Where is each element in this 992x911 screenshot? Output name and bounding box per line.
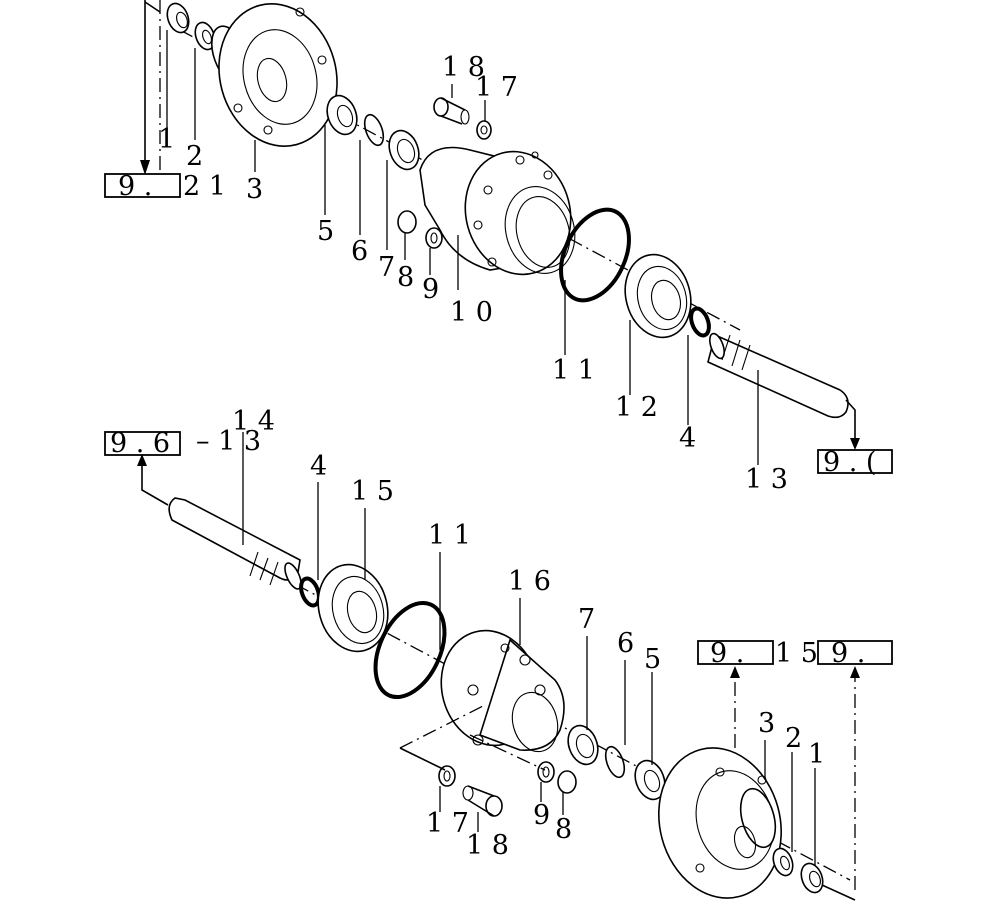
bolt-part [462,785,503,817]
snap-ring-part [363,113,385,147]
callout-label: 1 7 [426,808,469,839]
nut-part [809,870,821,888]
axis-line [144,1,161,13]
arrow-head [730,666,740,678]
callout-label: 8 [555,814,572,845]
reference-box [817,449,893,474]
callout-label: 7 [378,252,395,283]
snap-ring-part [604,745,626,779]
callout-label: 2 [785,723,802,754]
callout-label: 1 6 [508,566,551,597]
callout-label: 3 [758,708,775,739]
reference-label: – 1 3 [196,426,261,457]
callout-label: 5 [644,644,661,675]
reference-label: 9 . [118,171,152,202]
callout-label: 1 3 [745,464,788,495]
reference-label: 9 . [710,638,744,669]
callout-label: 6 [351,236,368,267]
reference-label: 9 . ( [823,447,876,478]
callout-label: 2 [186,141,203,172]
bearing-part [567,724,599,766]
callout-label: 1 1 [552,355,595,386]
reference-label: 1 5 [775,638,818,669]
bottom-assembly [104,431,860,901]
washer-part [438,765,456,787]
callout-label: 9 [533,800,550,831]
callout-label: 1 [158,124,175,155]
callout-label: 7 [578,604,595,635]
arrow-head [850,438,860,450]
seal-part [326,94,358,136]
arrow-head [850,666,860,678]
axis-line [469,734,546,771]
lock-washer-part [779,855,791,871]
callout-label: 1 7 [475,72,518,103]
nut-part [800,862,824,894]
nut-part [166,2,190,34]
callout-label: 6 [617,628,634,659]
callout-label: 4 [310,451,327,482]
shaft-part [168,497,302,590]
callout-label: 3 [246,174,263,205]
arrow-head [140,160,150,175]
callout-label: 9 [422,274,439,305]
reference-box [697,640,774,665]
nut-part [397,210,417,234]
flange-part [210,3,338,147]
housing-part [440,629,565,753]
o-ring-part [373,600,447,700]
callout-label: 1 8 [442,52,485,83]
bolt-part [433,97,470,125]
reference-label: 9 . [831,638,865,669]
washer-part [537,761,555,783]
washer-part [425,227,443,249]
snap-ring-part [689,306,711,338]
reference-box [817,640,893,665]
reference-label: 9 . 6 [110,428,170,459]
callout-label: 1 1 [428,520,471,551]
o-ring-part [559,207,631,303]
flange-part [657,747,783,899]
washer-part [443,770,451,782]
reference-box [104,431,181,456]
axis-line [399,704,486,749]
nut-part [557,770,577,794]
reference-label: 2 1 [183,171,226,202]
callout-label: 8 [397,262,414,293]
washer-part [480,125,488,135]
seal-part [634,759,666,801]
snap-ring-part [299,576,321,608]
callout-label: 1 [808,739,825,770]
washer-part [542,766,550,778]
housing-part [419,146,576,276]
arrow-head [137,454,147,466]
callout-label: 1 0 [450,297,493,328]
lock-washer-part [194,21,216,51]
callout-label: 1 5 [351,476,394,507]
callout-label: 1 4 [232,406,275,437]
bearing-part [624,253,692,339]
washer-part [476,120,492,140]
washer-part [430,232,438,244]
callout-label: 5 [317,216,334,247]
shaft-part [707,332,849,419]
callout-label: 4 [679,423,696,454]
callout-label: 1 8 [466,830,509,861]
bearing-part [388,129,420,171]
bearing-part [317,563,389,653]
callout-label: 1 2 [615,392,658,423]
top-assembly [140,0,860,465]
reference-box [104,173,181,198]
